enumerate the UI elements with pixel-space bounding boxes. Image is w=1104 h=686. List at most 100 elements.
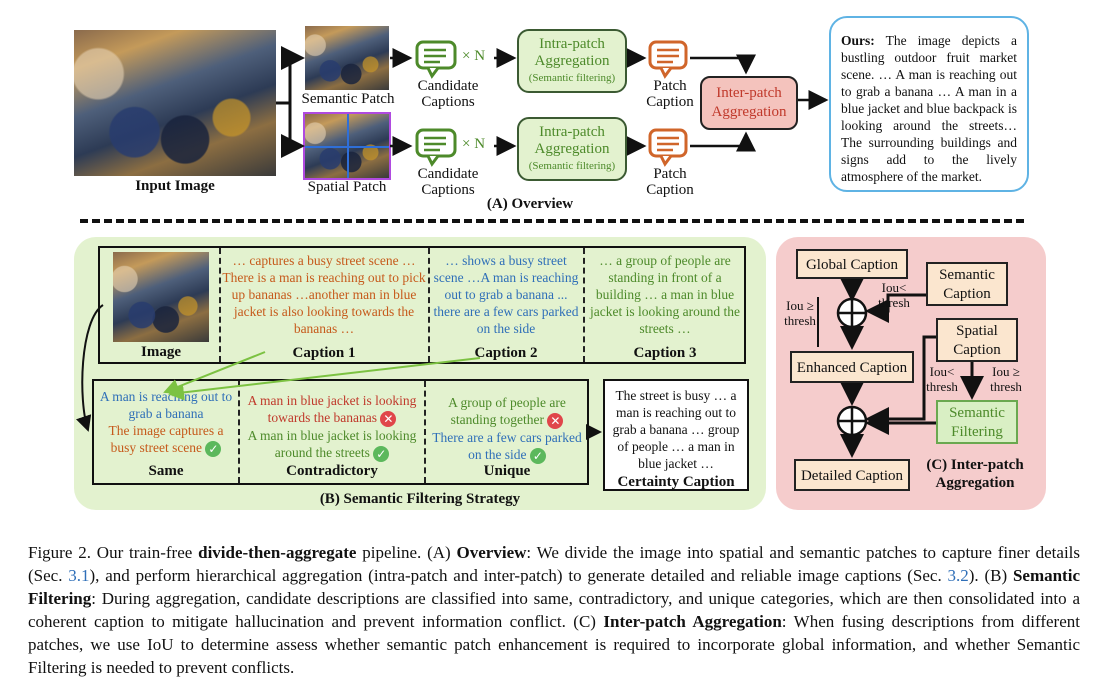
enhanced-caption-box: Enhanced Caption <box>790 351 914 383</box>
patch-caption-line: Caption <box>646 94 694 110</box>
contradictory-line-text: A man in blue jacket is looking towards … <box>247 393 417 425</box>
spatial-caption-box: Spatial Caption <box>936 318 1018 362</box>
same-label: Same <box>148 463 184 479</box>
iou-text: Iou< <box>881 280 907 295</box>
inter-patch-line: Inter-patch <box>716 85 782 101</box>
intra-patch-line: (Semantic filtering) <box>528 72 616 84</box>
caption-text: ), and perform hierarchical aggregation … <box>89 566 948 585</box>
input-image <box>74 30 276 176</box>
caption3-text: … a group of people are standing in fron… <box>590 253 740 336</box>
caption-text: : We divide the image into spatial and s… <box>28 543 1081 585</box>
unique-line: A group of people are standing together … <box>427 394 587 429</box>
same-line: A man is reaching out to grab a banana <box>99 389 233 421</box>
caption-text: Our train-free <box>90 543 199 562</box>
detailed-caption-box: Detailed Caption <box>794 459 910 491</box>
candidate-captions-line: Candidate <box>417 166 479 182</box>
iou-text: thresh <box>784 313 816 328</box>
candidate-caption-icon <box>415 40 457 79</box>
cross-icon: ✕ <box>380 410 397 427</box>
candidate-captions-line: Candidate <box>417 78 479 94</box>
certainty-label: Certainty Caption <box>617 474 735 490</box>
input-image-label: Input Image <box>135 178 215 194</box>
intra-patch-line: Intra-patch <box>539 124 605 140</box>
inter-patch-box: Inter-patch Aggregation <box>700 76 798 130</box>
section-ref-link[interactable]: 3.1 <box>68 566 90 585</box>
contradictory-line: A man in blue jacket is looking towards … <box>242 392 422 427</box>
semantic-filtering-box: Semantic Filtering <box>936 400 1018 444</box>
contradictory-label: Contradictory <box>286 463 378 479</box>
semantic-caption-box: Semantic Caption <box>926 262 1008 306</box>
iou-text: Iou< <box>929 364 955 379</box>
caption2-label: Caption 2 <box>474 345 538 361</box>
overview-title: (A) Overview <box>486 196 574 212</box>
filtering-arrows <box>75 304 602 440</box>
filtering-image <box>113 252 209 342</box>
candidate-captions-line: Captions <box>421 182 475 198</box>
iou-label: Iou ≥ thresh <box>780 298 820 328</box>
intra-patch-line: Aggregation <box>534 141 610 157</box>
iou-text: thresh <box>926 379 958 394</box>
patch-caption-line: Caption <box>646 182 694 198</box>
iou-text: Iou ≥ <box>992 364 1020 379</box>
inter-patch-title-line: (C) Inter-patch <box>926 457 1024 473</box>
iou-text: Iou ≥ <box>786 298 814 313</box>
global-caption-box: Global Caption <box>796 249 908 279</box>
cross-icon: ✕ <box>547 412 564 429</box>
unique-line: There are a few cars parked on the side … <box>427 429 587 464</box>
patch-caption-line: Patch <box>653 166 687 182</box>
caption-bold: Semantic Filtering <box>28 566 1080 608</box>
candidate-captions-line: Captions <box>421 94 475 110</box>
caption-bold: Overview <box>456 543 527 562</box>
spatial-patch-label: Spatial Patch <box>307 179 387 195</box>
section-divider <box>80 219 1024 223</box>
candidate-caption-icon <box>415 128 457 167</box>
image-label: Image <box>141 344 181 360</box>
iou-label: Iou ≥ thresh <box>984 364 1028 394</box>
caption1-text: … captures a busy street scene … There i… <box>222 253 426 336</box>
spatial-patch-grid <box>305 114 389 178</box>
caption-text: : When fusing descriptions from differen… <box>28 612 1080 677</box>
caption3-label: Caption 3 <box>633 345 697 361</box>
contradictory-line: A man in blue jacket is looking around t… <box>242 427 422 462</box>
intra-patch-box: Intra-patch Aggregation (Semantic filter… <box>517 29 627 93</box>
semantic-patch-label: Semantic Patch <box>301 91 395 107</box>
contradictory-column: A man in blue jacket is looking towards … <box>242 392 422 462</box>
intra-patch-line: Intra-patch <box>539 36 605 52</box>
iou-text: thresh <box>878 295 910 310</box>
iou-label: Iou< thresh <box>872 280 916 310</box>
figure-label: Figure 2. <box>28 543 91 562</box>
ours-text: The image depicts a bustling outdoor fru… <box>841 33 1017 184</box>
check-icon: ✓ <box>205 440 222 457</box>
figure-caption: Figure 2. Our train-free divide-then-agg… <box>28 541 1080 679</box>
certainty-text: The street is busy … a man is reaching o… <box>612 388 740 471</box>
intra-patch-box: Intra-patch Aggregation (Semantic filter… <box>517 117 627 181</box>
section-ref-link[interactable]: 3.2 <box>947 566 969 585</box>
certainty-caption-box: The street is busy … a man is reaching o… <box>603 379 749 491</box>
candidate-captions-label: Candidate Captions <box>400 166 496 198</box>
contradictory-line-text: A man in blue jacket is looking around t… <box>247 427 417 460</box>
inter-patch-arrows <box>817 278 984 458</box>
overview-arrows <box>276 40 829 167</box>
caption-text: : During aggregation, candidate descript… <box>28 589 1080 631</box>
inter-patch-title-line: Aggregation <box>935 475 1015 491</box>
inter-patch-line: Aggregation <box>711 104 787 120</box>
ours-caption-box: Ours: The image depicts a bustling outdo… <box>829 16 1029 192</box>
patch-caption-label: Patch Caption <box>634 166 706 198</box>
unique-column: A group of people are standing together … <box>427 394 587 464</box>
patch-caption-line: Patch <box>653 78 687 94</box>
caption-bold: Inter-patch Aggregation <box>603 612 782 631</box>
filtering-title: (B) Semantic Filtering Strategy <box>319 491 521 507</box>
inter-patch-title: (C) Inter-patch Aggregation <box>912 456 1038 492</box>
semantic-patch-image <box>305 26 389 90</box>
intra-patch-line: Aggregation <box>534 53 610 69</box>
unique-label: Unique <box>483 463 531 479</box>
same-column: A man is reaching out to grab a banana T… <box>95 388 237 457</box>
ours-label: Ours: <box>841 33 875 48</box>
caption1-label: Caption 1 <box>292 345 356 361</box>
times-n-label: × N <box>462 48 486 64</box>
patch-caption-icon <box>648 128 688 167</box>
same-line: The image captures a busy street scene ✓ <box>95 422 237 457</box>
caption-text: ). (B) <box>968 566 1013 585</box>
unique-line-text: A group of people are standing together <box>448 395 566 427</box>
captions-box <box>98 246 746 364</box>
